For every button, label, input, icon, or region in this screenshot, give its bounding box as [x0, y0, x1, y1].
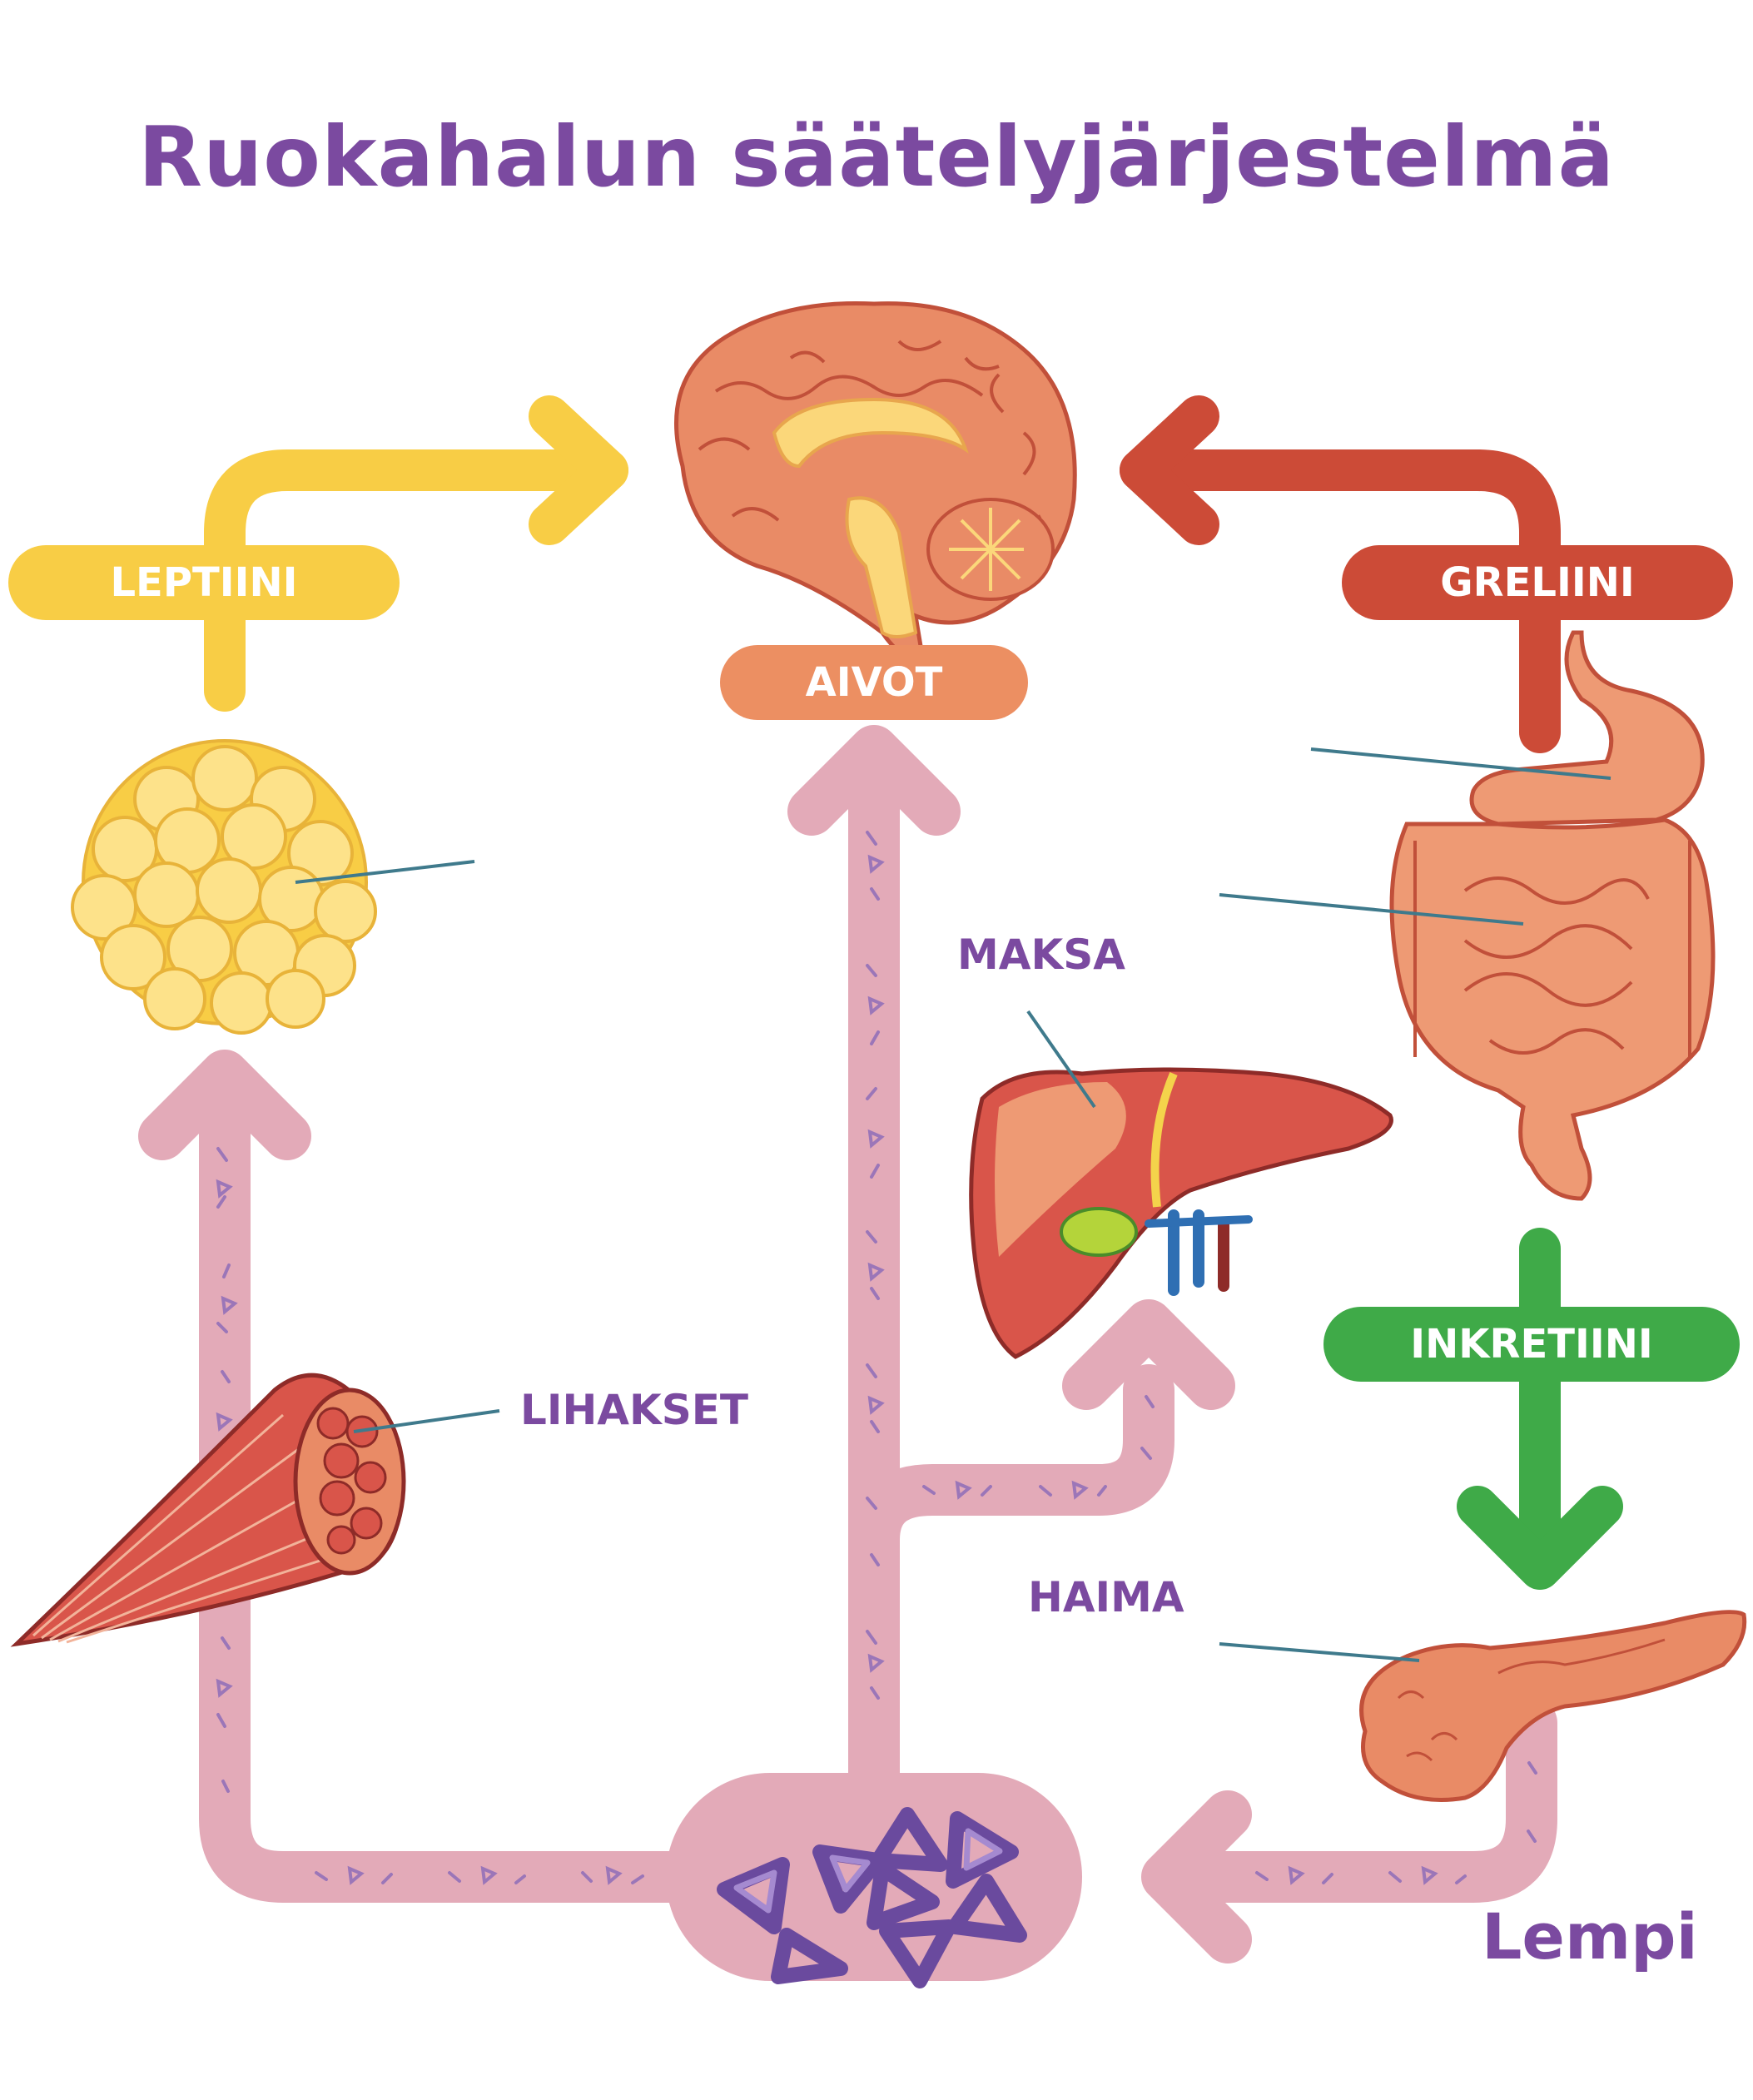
ghrelin-arrow: [1120, 395, 1561, 753]
brand-logo: Lempi: [1482, 1899, 1698, 1973]
liver-illustration: [969, 1067, 1393, 1359]
fat-cells-illustration: [71, 739, 377, 1035]
muscle-illustration: [10, 1373, 406, 1647]
path-to-fat: [199, 1081, 700, 1903]
leptin-pill: LEPTIINI: [8, 545, 400, 620]
brain-label: AIVOT: [805, 659, 943, 706]
incretin-label: INKRETIINI: [1410, 1321, 1653, 1368]
page-title: Ruokahalun säätelyjärjestelmä: [138, 108, 1615, 206]
pancreas-label: HAIMA: [1028, 1573, 1184, 1621]
liver-label: MAKSA: [957, 931, 1125, 979]
path-to-liver: [848, 1364, 1174, 1566]
stomach-pointer-line: [1310, 747, 1611, 780]
brain-illustration: [674, 300, 1077, 669]
muscles-label: LIHAKSET: [520, 1386, 749, 1434]
blood-arrowheads: [138, 725, 1252, 1963]
leptin-label: LEPTIINI: [110, 559, 298, 606]
intestine-pointer-line: [1219, 893, 1524, 926]
insulin-particles-small: [216, 854, 1438, 1885]
fat-pointer-line: [295, 860, 475, 884]
blood-pathways: [199, 761, 1557, 1903]
liver-pointer-line: [1026, 1010, 1096, 1109]
ghrelin-pill: GRELIINI: [1342, 545, 1733, 620]
muscle-pointer-line: [353, 1409, 500, 1433]
pancreas-illustration: [1359, 1610, 1747, 1802]
ghrelin-label: GRELIINI: [1440, 559, 1635, 606]
digestive-illustration: [1389, 630, 1716, 1201]
brain-pill: AIVOT: [720, 645, 1028, 720]
leptin-arrow: [204, 395, 628, 712]
incretin-pill: INKRETIINI: [1323, 1307, 1740, 1382]
pancreas-pointer-line: [1219, 1642, 1420, 1662]
incretin-arrow: [1457, 1228, 1623, 1590]
path-from-pancreas: [1165, 1697, 1557, 1903]
insulin-pool: [666, 1773, 1082, 1988]
